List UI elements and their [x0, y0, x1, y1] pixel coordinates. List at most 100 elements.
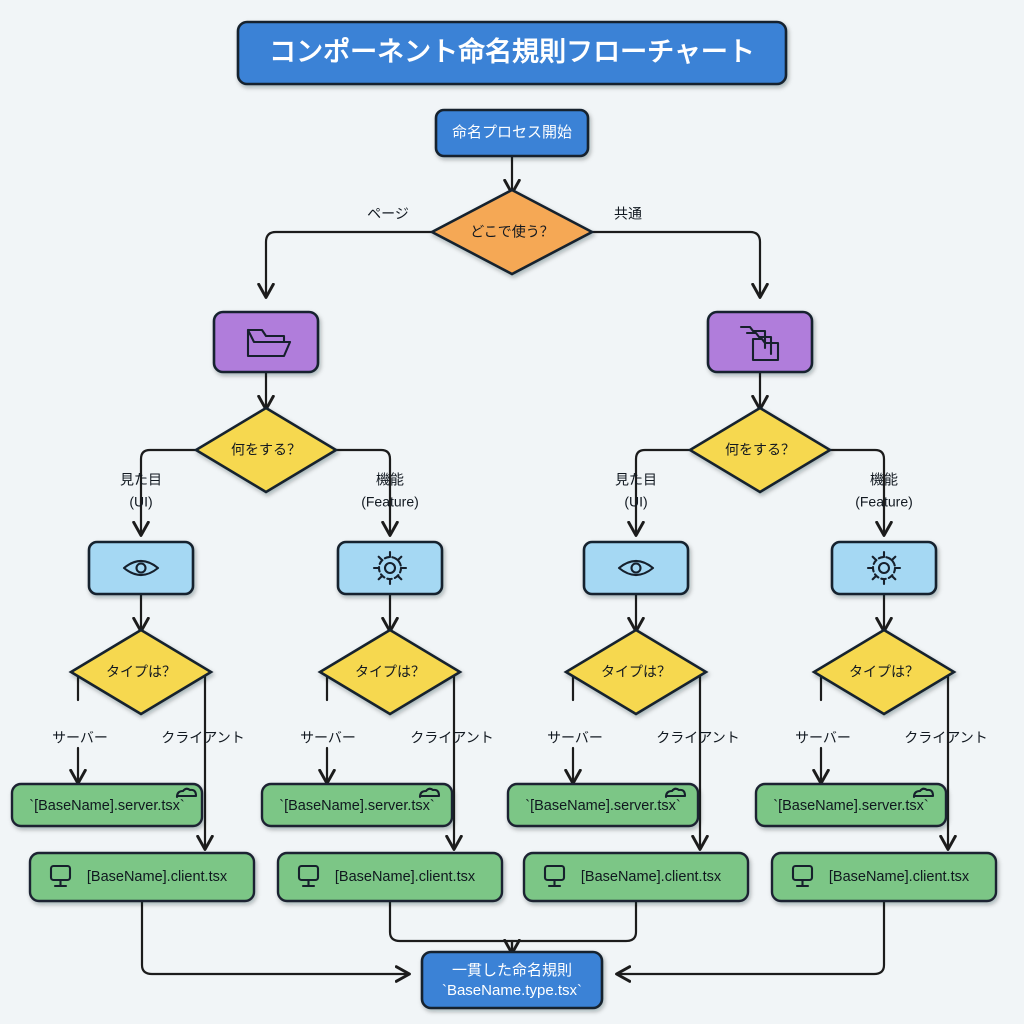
- node-purpose-right-diamond[interactable]: [687, 406, 833, 494]
- edge-purpose-left-to-feature: [334, 448, 399, 537]
- cloud-icon: [912, 787, 935, 799]
- monitor-icon: [297, 864, 320, 888]
- edge-label-server-4: サーバー: [795, 730, 851, 746]
- node-type-3[interactable]: タイプは？: [563, 628, 709, 716]
- node-purpose-left-label: 何をする？: [231, 442, 301, 458]
- node-type-1[interactable]: タイプは？: [68, 628, 214, 716]
- folder-open-icon: [246, 328, 292, 358]
- node-role-ui-1[interactable]: [87, 540, 195, 596]
- edge-label-layer: ページ 共通 見た目 (UI) 機能 (Feature) 見た目 (UI) 機能…: [52, 206, 988, 746]
- edge-purpose-right-to-feature: [828, 448, 893, 537]
- node-client-1-box[interactable]: [28, 851, 256, 903]
- node-final-line2: `BaseName.type.tsx`: [442, 982, 582, 999]
- eye-icon: [122, 559, 160, 577]
- node-server-1-box[interactable]: [10, 782, 204, 828]
- edge-layer: [69, 153, 957, 983]
- edge-label-client-4: クライアント: [904, 730, 987, 746]
- node-server-4[interactable]: `[BaseName].server.tsx`: [754, 782, 948, 828]
- edge-client2-to-final: [388, 899, 521, 955]
- edge-label-ui-1-line1: 見た目: [120, 472, 162, 488]
- edge-label-client-3: クライアント: [656, 730, 739, 746]
- edge-label-client-1: クライアント: [161, 730, 244, 746]
- node-server-3-box[interactable]: [506, 782, 700, 828]
- edge-purpose-right-to-ui: [627, 448, 692, 537]
- gear-icon: [372, 550, 408, 586]
- node-shared-scope-box[interactable]: [706, 310, 814, 374]
- edge-label-server-3: サーバー: [547, 730, 603, 746]
- node-server-4-box[interactable]: [754, 782, 948, 828]
- node-client-3-box[interactable]: [522, 851, 750, 903]
- node-root-decision-label: どこで使う？: [470, 224, 554, 240]
- node-client-2[interactable]: [BaseName].client.tsx: [276, 851, 504, 903]
- node-type-2-label: タイプは？: [355, 664, 425, 680]
- node-client-3[interactable]: [BaseName].client.tsx: [522, 851, 750, 903]
- node-client-4-label: [BaseName].client.tsx: [829, 869, 970, 885]
- node-type-2[interactable]: タイプは？: [317, 628, 463, 716]
- edge-client3-to-final: [510, 899, 638, 954]
- cloud-icon: [664, 787, 687, 799]
- edge-label-feature-2-line1: 機能: [870, 472, 898, 488]
- node-client-2-box[interactable]: [276, 851, 504, 903]
- node-final[interactable]: 一貫した命名規則 `BaseName.type.tsx`: [420, 950, 604, 1010]
- edge-label-server-1: サーバー: [52, 730, 108, 746]
- node-role-feature-2[interactable]: [830, 540, 938, 596]
- node-client-4[interactable]: [BaseName].client.tsx: [770, 851, 998, 903]
- node-role-ui-2[interactable]: [582, 540, 690, 596]
- folders-stack-icon: [739, 325, 780, 362]
- node-type-4-label: タイプは？: [849, 664, 919, 680]
- node-type-2-diamond[interactable]: [317, 628, 463, 716]
- node-server-3[interactable]: `[BaseName].server.tsx`: [506, 782, 700, 828]
- edge-label-shared: 共通: [614, 206, 642, 222]
- node-server-1-label: `[BaseName].server.tsx`: [29, 798, 185, 814]
- node-purpose-left[interactable]: 何をする？: [193, 406, 339, 494]
- node-role-feature-2-box[interactable]: [830, 540, 938, 596]
- page-title-text: コンポーネント命名規則フローチャート: [269, 36, 755, 67]
- node-start-box[interactable]: [434, 108, 590, 158]
- node-page-scope[interactable]: [212, 310, 320, 374]
- node-client-2-label: [BaseName].client.tsx: [335, 869, 476, 885]
- node-role-ui-1-box[interactable]: [87, 540, 195, 596]
- node-root-decision[interactable]: どこで使う？: [429, 188, 595, 276]
- node-start-label: 命名プロセス開始: [452, 123, 572, 141]
- edge-client1-to-final: [140, 899, 411, 983]
- cloud-icon: [175, 787, 198, 799]
- node-server-1[interactable]: `[BaseName].server.tsx`: [10, 782, 204, 828]
- edge-label-client-2: クライアント: [410, 730, 493, 746]
- node-type-1-diamond[interactable]: [68, 628, 214, 716]
- page-title: コンポーネント命名規則フローチャート: [236, 20, 788, 86]
- node-start[interactable]: 命名プロセス開始: [434, 108, 590, 158]
- node-client-4-box[interactable]: [770, 851, 998, 903]
- node-server-2-label: `[BaseName].server.tsx`: [279, 798, 435, 814]
- node-type-4-diamond[interactable]: [811, 628, 957, 716]
- node-purpose-right-label: 何をする？: [725, 442, 795, 458]
- edge-purpose-left-to-ui: [132, 448, 198, 537]
- eye-icon: [617, 559, 655, 577]
- edge-label-page: ページ: [367, 206, 409, 222]
- edge-label-feature-1-line2: (Feature): [361, 494, 419, 510]
- node-type-3-diamond[interactable]: [563, 628, 709, 716]
- node-client-1-label: [BaseName].client.tsx: [87, 869, 228, 885]
- node-purpose-left-diamond[interactable]: [193, 406, 339, 494]
- node-role-feature-1-box[interactable]: [336, 540, 444, 596]
- node-server-2-box[interactable]: [260, 782, 454, 828]
- edge-label-ui-2-line1: 見た目: [615, 472, 657, 488]
- node-final-box[interactable]: [420, 950, 604, 1010]
- edge-label-ui-1-line2: (UI): [129, 494, 152, 510]
- node-purpose-right[interactable]: 何をする？: [687, 406, 833, 494]
- node-shared-scope[interactable]: [706, 310, 814, 374]
- node-client-3-label: [BaseName].client.tsx: [581, 869, 722, 885]
- node-root-decision-diamond[interactable]: [429, 188, 595, 276]
- node-role-ui-2-box[interactable]: [582, 540, 690, 596]
- node-server-2[interactable]: `[BaseName].server.tsx`: [260, 782, 454, 828]
- cloud-icon: [418, 787, 441, 799]
- node-type-4[interactable]: タイプは？: [811, 628, 957, 716]
- page-title-box: [236, 20, 788, 86]
- edge-label-server-2: サーバー: [300, 730, 356, 746]
- monitor-icon: [791, 864, 814, 888]
- node-type-3-label: タイプは？: [601, 664, 671, 680]
- edge-root-to-shared-scope: [570, 230, 769, 299]
- monitor-icon: [543, 864, 566, 888]
- node-client-1[interactable]: [BaseName].client.tsx: [28, 851, 256, 903]
- node-role-feature-1[interactable]: [336, 540, 444, 596]
